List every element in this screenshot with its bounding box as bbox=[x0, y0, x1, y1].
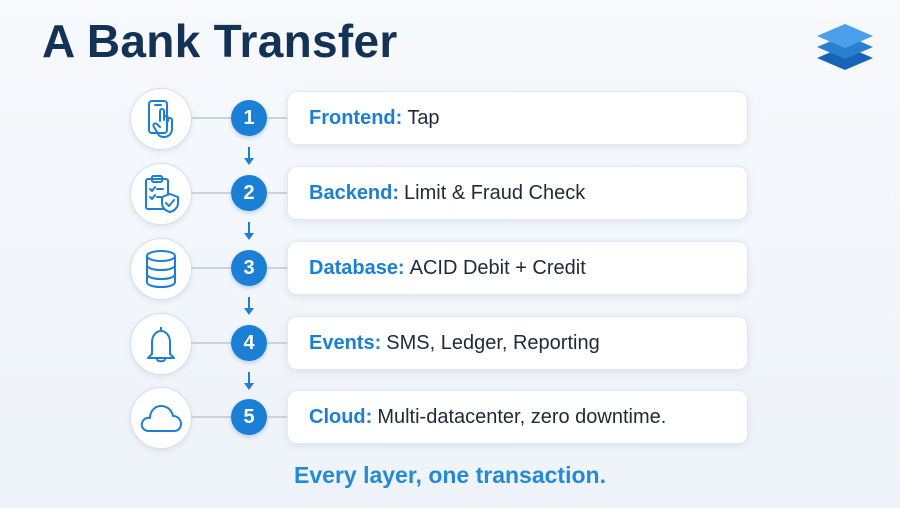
step-card: Frontend: Tap bbox=[287, 91, 748, 145]
step-number: 3 bbox=[231, 250, 267, 286]
step-label: Database: bbox=[309, 256, 405, 279]
connector-line bbox=[191, 416, 231, 418]
connector-line bbox=[267, 416, 287, 418]
icon-circle bbox=[130, 387, 192, 449]
step-text: Limit & Fraud Check bbox=[404, 181, 586, 204]
checklist-shield-icon bbox=[145, 175, 179, 213]
connector-line bbox=[267, 267, 287, 269]
connector-line bbox=[191, 117, 231, 119]
step-number: 5 bbox=[231, 399, 267, 435]
connector-line bbox=[267, 192, 287, 194]
step-card: Events: SMS, Ledger, Reporting bbox=[287, 316, 748, 370]
step-number: 4 bbox=[231, 325, 267, 361]
connector-line bbox=[267, 117, 287, 119]
step-label: Frontend: bbox=[309, 106, 403, 129]
phone-tap-icon bbox=[148, 100, 173, 138]
cloud-icon bbox=[140, 405, 182, 432]
down-arrow-icon bbox=[244, 372, 254, 390]
bell-icon bbox=[147, 327, 175, 363]
step-number: 1 bbox=[231, 100, 267, 136]
step-card: Database: ACID Debit + Credit bbox=[287, 241, 748, 295]
down-arrow-icon bbox=[244, 222, 254, 240]
step-events: 4 Events: SMS, Ledger, Reporting bbox=[0, 313, 900, 375]
connector-line bbox=[191, 192, 231, 194]
step-text: ACID Debit + Credit bbox=[409, 256, 586, 279]
step-backend: 2 Backend: Limit & Fraud Check bbox=[0, 163, 900, 225]
step-card: Backend: Limit & Fraud Check bbox=[287, 166, 748, 220]
step-frontend: 1 Frontend: Tap bbox=[0, 88, 900, 150]
page-title: A Bank Transfer bbox=[42, 15, 398, 67]
footer-tagline: Every layer, one transaction. bbox=[294, 462, 606, 488]
down-arrow-icon bbox=[244, 297, 254, 315]
connector-line bbox=[267, 342, 287, 344]
step-text: Multi-datacenter, zero downtime. bbox=[377, 405, 667, 428]
step-number: 2 bbox=[231, 175, 267, 211]
step-database: 3 Database: ACID Debit + Credit bbox=[0, 238, 900, 300]
step-label: Events: bbox=[309, 331, 382, 354]
step-text: SMS, Ledger, Reporting bbox=[386, 331, 600, 354]
connector-line bbox=[191, 342, 231, 344]
step-label: Backend: bbox=[309, 181, 400, 204]
icon-circle bbox=[130, 238, 192, 300]
step-card: Cloud: Multi-datacenter, zero downtime. bbox=[287, 390, 748, 444]
step-text: Tap bbox=[407, 106, 440, 129]
database-icon bbox=[146, 250, 176, 289]
down-arrow-icon bbox=[244, 147, 254, 165]
step-cloud: 5 Cloud: Multi-datacenter, zero downtime… bbox=[0, 387, 900, 449]
icon-circle bbox=[130, 163, 192, 225]
layers-stack-icon bbox=[817, 24, 873, 70]
step-label: Cloud: bbox=[309, 405, 373, 428]
icon-circle bbox=[130, 313, 192, 375]
connector-line bbox=[191, 267, 231, 269]
icon-circle bbox=[130, 88, 192, 150]
